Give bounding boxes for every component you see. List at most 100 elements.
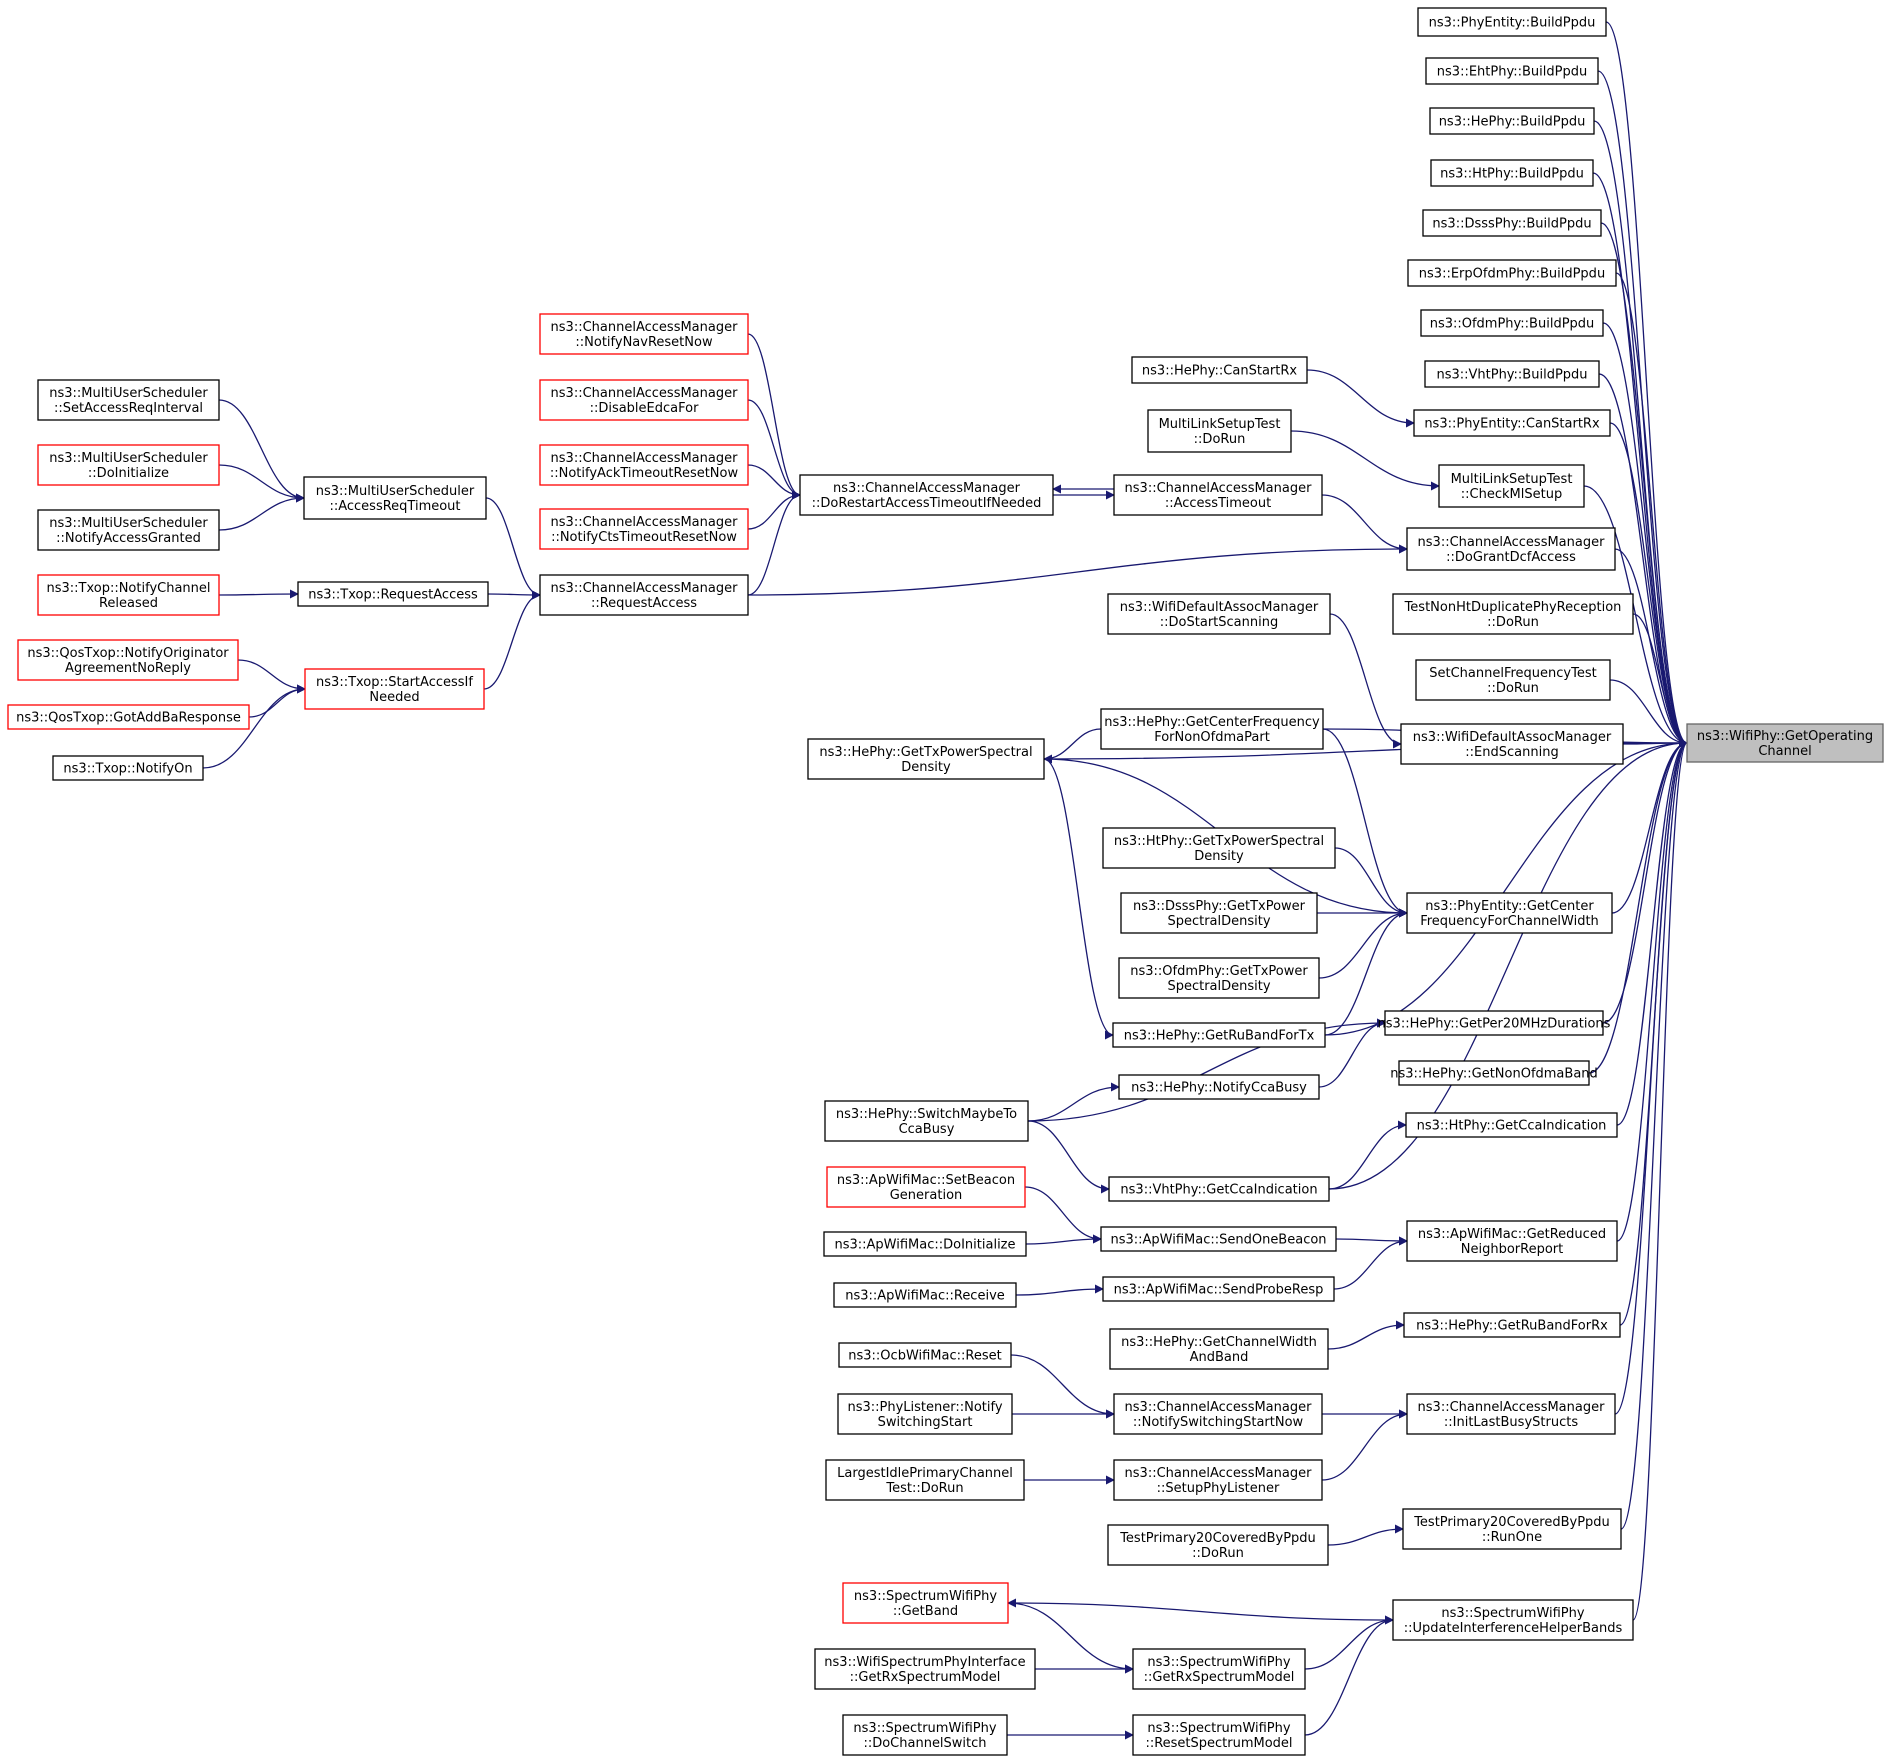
node-cam-accesstimeout[interactable]: ns3::ChannelAccessManager::AccessTimeout xyxy=(1113,474,1323,516)
node-box[interactable] xyxy=(1402,1508,1622,1550)
node-txop-notifyon[interactable]: ns3::Txop::NotifyOn xyxy=(52,755,204,781)
node-hephy-getrubandforrx[interactable]: ns3::HePhy::GetRuBandForRx xyxy=(1403,1312,1621,1338)
node-box[interactable] xyxy=(1400,723,1624,765)
node-cam-initlastbusystructs[interactable]: ns3::ChannelAccessManager::InitLastBusyS… xyxy=(1406,1393,1616,1435)
node-box[interactable] xyxy=(1109,1328,1329,1370)
node-box[interactable] xyxy=(539,574,749,616)
node-box[interactable] xyxy=(1102,1276,1335,1302)
node-box[interactable] xyxy=(824,1100,1029,1142)
node-mus-notifyaccessgranted[interactable]: ns3::MultiUserScheduler::NotifyAccessGra… xyxy=(37,509,220,551)
node-tp20cbp-dorun[interactable]: TestPrimary20CoveredByPpdu::DoRun xyxy=(1107,1524,1329,1566)
node-box[interactable] xyxy=(1112,1022,1326,1048)
node-box[interactable] xyxy=(1398,1060,1590,1086)
node-box[interactable] xyxy=(297,581,489,607)
node-box[interactable] xyxy=(1413,409,1611,437)
node-box[interactable] xyxy=(1422,209,1602,237)
node-box[interactable] xyxy=(826,1166,1026,1208)
node-box[interactable] xyxy=(1131,356,1308,384)
node-cam-requestaccess[interactable]: ns3::ChannelAccessManager::RequestAccess xyxy=(539,574,749,616)
node-box[interactable] xyxy=(1147,409,1292,453)
node-cam-dograntdcfaccess[interactable]: ns3::ChannelAccessManager::DoGrantDcfAcc… xyxy=(1406,527,1616,571)
node-box[interactable] xyxy=(539,379,749,421)
node-box[interactable] xyxy=(1403,1312,1621,1338)
node-wdam-endscanning[interactable]: ns3::WifiDefaultAssocManager::EndScannin… xyxy=(1400,723,1624,765)
node-box[interactable] xyxy=(825,1459,1025,1501)
node-box[interactable] xyxy=(1417,7,1607,37)
node-hephy-getnonofdmaband[interactable]: ns3::HePhy::GetNonOfdmaBand xyxy=(1390,1060,1598,1086)
node-box[interactable] xyxy=(1384,1010,1604,1036)
node-cam-notifyctstimeoutresetnow[interactable]: ns3::ChannelAccessManager::NotifyCtsTime… xyxy=(539,508,749,550)
node-box[interactable] xyxy=(814,1648,1036,1690)
node-apwifimac-doinitialize[interactable]: ns3::ApWifiMac::DoInitialize xyxy=(823,1231,1027,1257)
node-box[interactable] xyxy=(37,574,220,616)
node-box[interactable] xyxy=(1100,1226,1337,1252)
node-mlst-checkmlsetup[interactable]: MultiLinkSetupTest::CheckMlSetup xyxy=(1438,464,1585,508)
node-box[interactable] xyxy=(1392,1599,1634,1641)
node-box[interactable] xyxy=(1113,474,1323,516)
node-box[interactable] xyxy=(807,738,1045,780)
node-box[interactable] xyxy=(1407,259,1617,287)
node-tp20cbp-runone[interactable]: TestPrimary20CoveredByPpdu::RunOne xyxy=(1402,1508,1622,1550)
node-box[interactable] xyxy=(1415,659,1611,701)
node-box[interactable] xyxy=(799,474,1054,516)
node-box[interactable] xyxy=(304,668,485,710)
node-box[interactable] xyxy=(1406,527,1616,571)
node-box[interactable] xyxy=(539,444,749,486)
node-cam-dorestartaccesstimeoutifneeded[interactable]: ns3::ChannelAccessManager::DoRestartAcce… xyxy=(799,474,1054,516)
node-box[interactable] xyxy=(1430,159,1594,187)
node-dsssphy-buildppdu[interactable]: ns3::DsssPhy::BuildPpdu xyxy=(1422,209,1602,237)
node-box[interactable] xyxy=(1406,892,1613,934)
node-box[interactable] xyxy=(1108,1176,1330,1202)
node-mus-accessreqtimeout[interactable]: ns3::MultiUserScheduler::AccessReqTimeou… xyxy=(303,476,487,520)
node-box[interactable] xyxy=(1120,892,1318,934)
node-box[interactable] xyxy=(823,1231,1027,1257)
node-ocbwifimac-reset[interactable]: ns3::OcbWifiMac::Reset xyxy=(838,1342,1012,1368)
node-box[interactable] xyxy=(1118,957,1320,999)
node-swp-dochannelswitch[interactable]: ns3::SpectrumWifiPhy::DoChannelSwitch xyxy=(842,1714,1008,1756)
node-phylistener-notifyswitchingstart[interactable]: ns3::PhyListener::NotifySwitchingStart xyxy=(837,1393,1013,1435)
node-box[interactable] xyxy=(539,508,749,550)
node-mus-setaccessreqinterval[interactable]: ns3::MultiUserScheduler::SetAccessReqInt… xyxy=(37,379,220,421)
node-erpofdmphy-buildppdu[interactable]: ns3::ErpOfdmPhy::BuildPpdu xyxy=(1407,259,1617,287)
node-box[interactable] xyxy=(1118,1074,1320,1100)
node-box[interactable] xyxy=(1100,708,1324,750)
node-swp-resetspectrummodel[interactable]: ns3::SpectrumWifiPhy::ResetSpectrumModel xyxy=(1132,1714,1306,1756)
node-box[interactable] xyxy=(37,509,220,551)
node-box[interactable] xyxy=(37,444,220,486)
node-box[interactable] xyxy=(17,639,239,681)
node-box[interactable] xyxy=(1406,1220,1618,1262)
node-box[interactable] xyxy=(842,1714,1008,1756)
node-phyentity-buildppdu[interactable]: ns3::PhyEntity::BuildPpdu xyxy=(1417,7,1607,37)
node-hephy-buildppdu[interactable]: ns3::HePhy::BuildPpdu xyxy=(1429,107,1595,135)
node-box[interactable] xyxy=(1102,827,1336,869)
node-mus-doinitialize[interactable]: ns3::MultiUserScheduler::DoInitialize xyxy=(37,444,220,486)
node-box[interactable] xyxy=(37,379,220,421)
node-swp-updateinterferencehelperbands[interactable]: ns3::SpectrumWifiPhy::UpdateInterference… xyxy=(1392,1599,1634,1641)
node-box[interactable] xyxy=(1107,1524,1329,1566)
node-ehtphy-buildppdu[interactable]: ns3::EhtPhy::BuildPpdu xyxy=(1425,57,1599,85)
node-box[interactable] xyxy=(539,313,749,355)
node-box[interactable] xyxy=(1424,360,1600,388)
node-tnhdpr-dorun[interactable]: TestNonHtDuplicatePhyReception::DoRun xyxy=(1392,593,1634,635)
node-hephy-getrubandfortx[interactable]: ns3::HePhy::GetRuBandForTx xyxy=(1112,1022,1326,1048)
node-ofdmphy-buildppdu[interactable]: ns3::OfdmPhy::BuildPpdu xyxy=(1420,309,1604,337)
node-apwifimac-sendproberesp[interactable]: ns3::ApWifiMac::SendProbeResp xyxy=(1102,1276,1335,1302)
node-box[interactable] xyxy=(842,1582,1009,1624)
node-box[interactable] xyxy=(7,704,250,730)
node-box[interactable] xyxy=(1420,309,1604,337)
node-box[interactable] xyxy=(303,476,487,520)
node-box[interactable] xyxy=(833,1282,1017,1308)
node-box[interactable] xyxy=(838,1342,1012,1368)
node-swp-getband[interactable]: ns3::SpectrumWifiPhy::GetBand xyxy=(842,1582,1009,1624)
